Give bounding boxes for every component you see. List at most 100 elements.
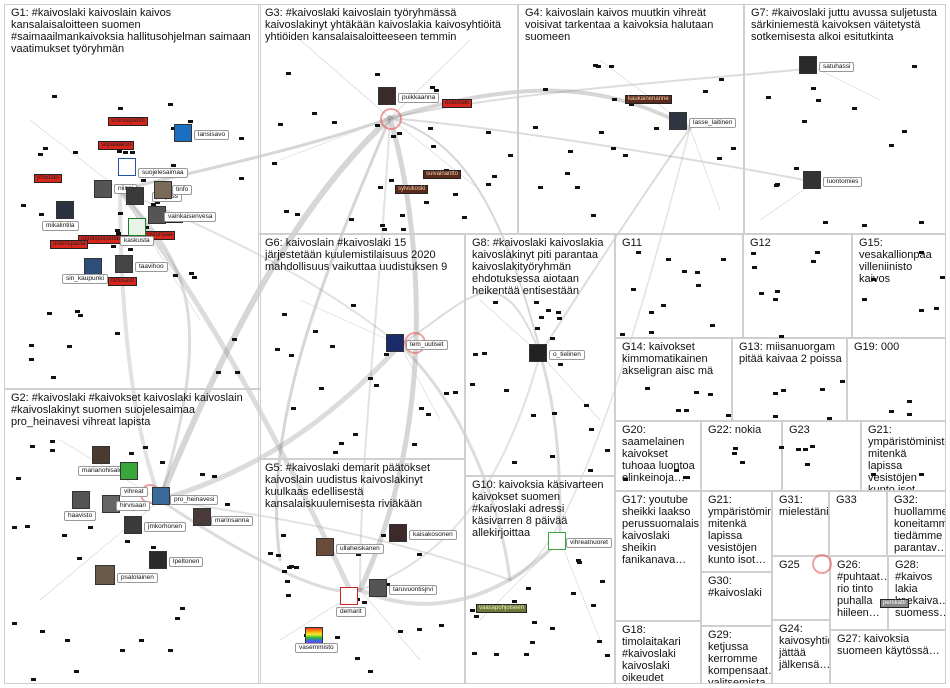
- vertex-dot: [492, 175, 497, 178]
- vertex-dot: [620, 333, 625, 336]
- user-name: vihreatnuoret: [566, 538, 612, 548]
- group-label: G8: #kaivoslaki kaivoslakia kaivoslakiny…: [472, 237, 604, 297]
- vertex-dot: [482, 352, 487, 355]
- vertex-dot: [811, 87, 816, 90]
- vertex-dot: [726, 414, 731, 417]
- user-tag[interactable]: ostomaki: [442, 99, 473, 108]
- vertex-dot: [493, 301, 498, 304]
- vertex-dot: [717, 157, 722, 160]
- vertex-dot: [428, 127, 433, 130]
- edge: [389, 117, 541, 351]
- vertex-dot: [907, 400, 912, 403]
- avatar-icon: [799, 56, 817, 74]
- user-name: lasse_laitinen: [689, 118, 737, 128]
- vertex-dot: [12, 622, 17, 625]
- vertex-dot: [719, 78, 724, 81]
- vertex-dot: [453, 193, 458, 196]
- vertex-dot: [773, 298, 778, 301]
- vertex-dot: [721, 258, 726, 261]
- avatar-icon: [56, 201, 74, 219]
- vertex-dot: [823, 221, 828, 224]
- user-tag[interactable]: sylvukoski: [395, 185, 429, 194]
- sdp-logo-icon: [340, 587, 358, 605]
- edge: [159, 499, 511, 581]
- avatar-icon: [126, 187, 144, 205]
- vertex-dot: [77, 557, 82, 560]
- user-name: lpeltonen: [169, 557, 204, 567]
- user-tag[interactable]: kaukainenanne: [625, 95, 672, 104]
- vertex-dot: [636, 251, 641, 254]
- user-name: marinsanna: [211, 516, 253, 526]
- vertex-dot: [125, 540, 130, 543]
- user-tag[interactable]: suivainantto: [423, 170, 462, 179]
- avatar-icon: [529, 344, 547, 362]
- vertex-dot: [431, 145, 436, 148]
- vertex-dot: [631, 288, 636, 291]
- vertex-dot: [281, 534, 286, 537]
- vertex-dot: [733, 447, 738, 450]
- vertex-dot: [312, 112, 317, 115]
- vertex-dot: [118, 107, 123, 110]
- vertex-dot: [51, 376, 56, 379]
- vertex-dot: [285, 580, 290, 583]
- vertex-dot: [444, 392, 449, 395]
- vertex-dot: [794, 167, 799, 170]
- vertex-dot: [118, 212, 123, 215]
- vertex-dot: [21, 204, 26, 207]
- vertex-dot: [682, 270, 687, 273]
- vertex-dot: [486, 183, 491, 186]
- group-label: G21: ympäristöministerio mitenkä lapissa…: [708, 494, 771, 566]
- vertex-dot: [335, 636, 340, 639]
- user-tag[interactable]: fiimisavo: [108, 277, 138, 286]
- user-name: tem_uutiset: [406, 340, 448, 350]
- vertex-dot: [605, 449, 610, 452]
- vertex-dot: [75, 310, 80, 313]
- vertex-dot: [389, 179, 394, 182]
- vertex-dot: [803, 448, 808, 451]
- vertex-dot: [862, 298, 867, 301]
- vertex-dot: [453, 391, 458, 394]
- group-G18: G19: 000: [847, 338, 946, 421]
- vertex-dot: [424, 201, 429, 204]
- group-G1: G1: #kaivoslaki kaivoslain kaivos kansal…: [4, 4, 261, 389]
- group-label: G3: #kaivoslaki kaivoslain työryhmässä k…: [265, 7, 502, 43]
- user-tag[interactable]: vaasapohjoiseen: [476, 604, 528, 613]
- vertex-dot: [375, 73, 380, 76]
- vertex-dot: [188, 120, 193, 123]
- user-name: taavihoo: [135, 262, 168, 272]
- group-label: G23: [789, 424, 810, 436]
- vertex-dot: [605, 654, 610, 657]
- group-G22: G22: nokia: [701, 421, 782, 491]
- vertex-dot: [919, 309, 924, 312]
- vertex-dot: [368, 377, 373, 380]
- avatar-icon: [94, 180, 112, 198]
- vertex-dot: [333, 451, 338, 454]
- vertex-dot: [50, 449, 55, 452]
- vertex-dot: [612, 98, 617, 101]
- group-G7: G7: #kaivoslaki juttu avussa suljetusta …: [744, 4, 946, 234]
- user-tag[interactable]: sconcepentti: [108, 117, 148, 126]
- vertex-dot: [430, 86, 435, 89]
- vertex-dot: [39, 213, 44, 216]
- vertex-dot: [907, 413, 912, 416]
- user-tag[interactable]: perskatti: [880, 599, 909, 608]
- vertex-dot: [115, 332, 120, 335]
- vertex-dot: [556, 311, 561, 314]
- vertex-dot: [168, 649, 173, 652]
- user-tag[interactable]: jrhuotari: [34, 174, 62, 183]
- vertex-dot: [557, 317, 562, 320]
- vertex-dot: [200, 473, 205, 476]
- vertex-dot: [117, 150, 122, 153]
- vertex-dot: [12, 526, 17, 529]
- vertex-dot: [781, 389, 786, 392]
- vertex-dot: [593, 64, 598, 67]
- vertex-dot: [508, 154, 513, 157]
- vertex-dot: [40, 630, 45, 633]
- vertex-dot: [151, 203, 156, 206]
- vertex-dot: [816, 99, 821, 102]
- user-tag[interactable]: sirpalaakso: [98, 141, 135, 150]
- user-tag[interactable]: ostenspaula: [50, 240, 89, 249]
- group-G29: G29: ketjussa kerromme kompensaat… valit…: [701, 626, 772, 684]
- vertex-dot: [512, 461, 517, 464]
- vertex-dot: [398, 630, 403, 633]
